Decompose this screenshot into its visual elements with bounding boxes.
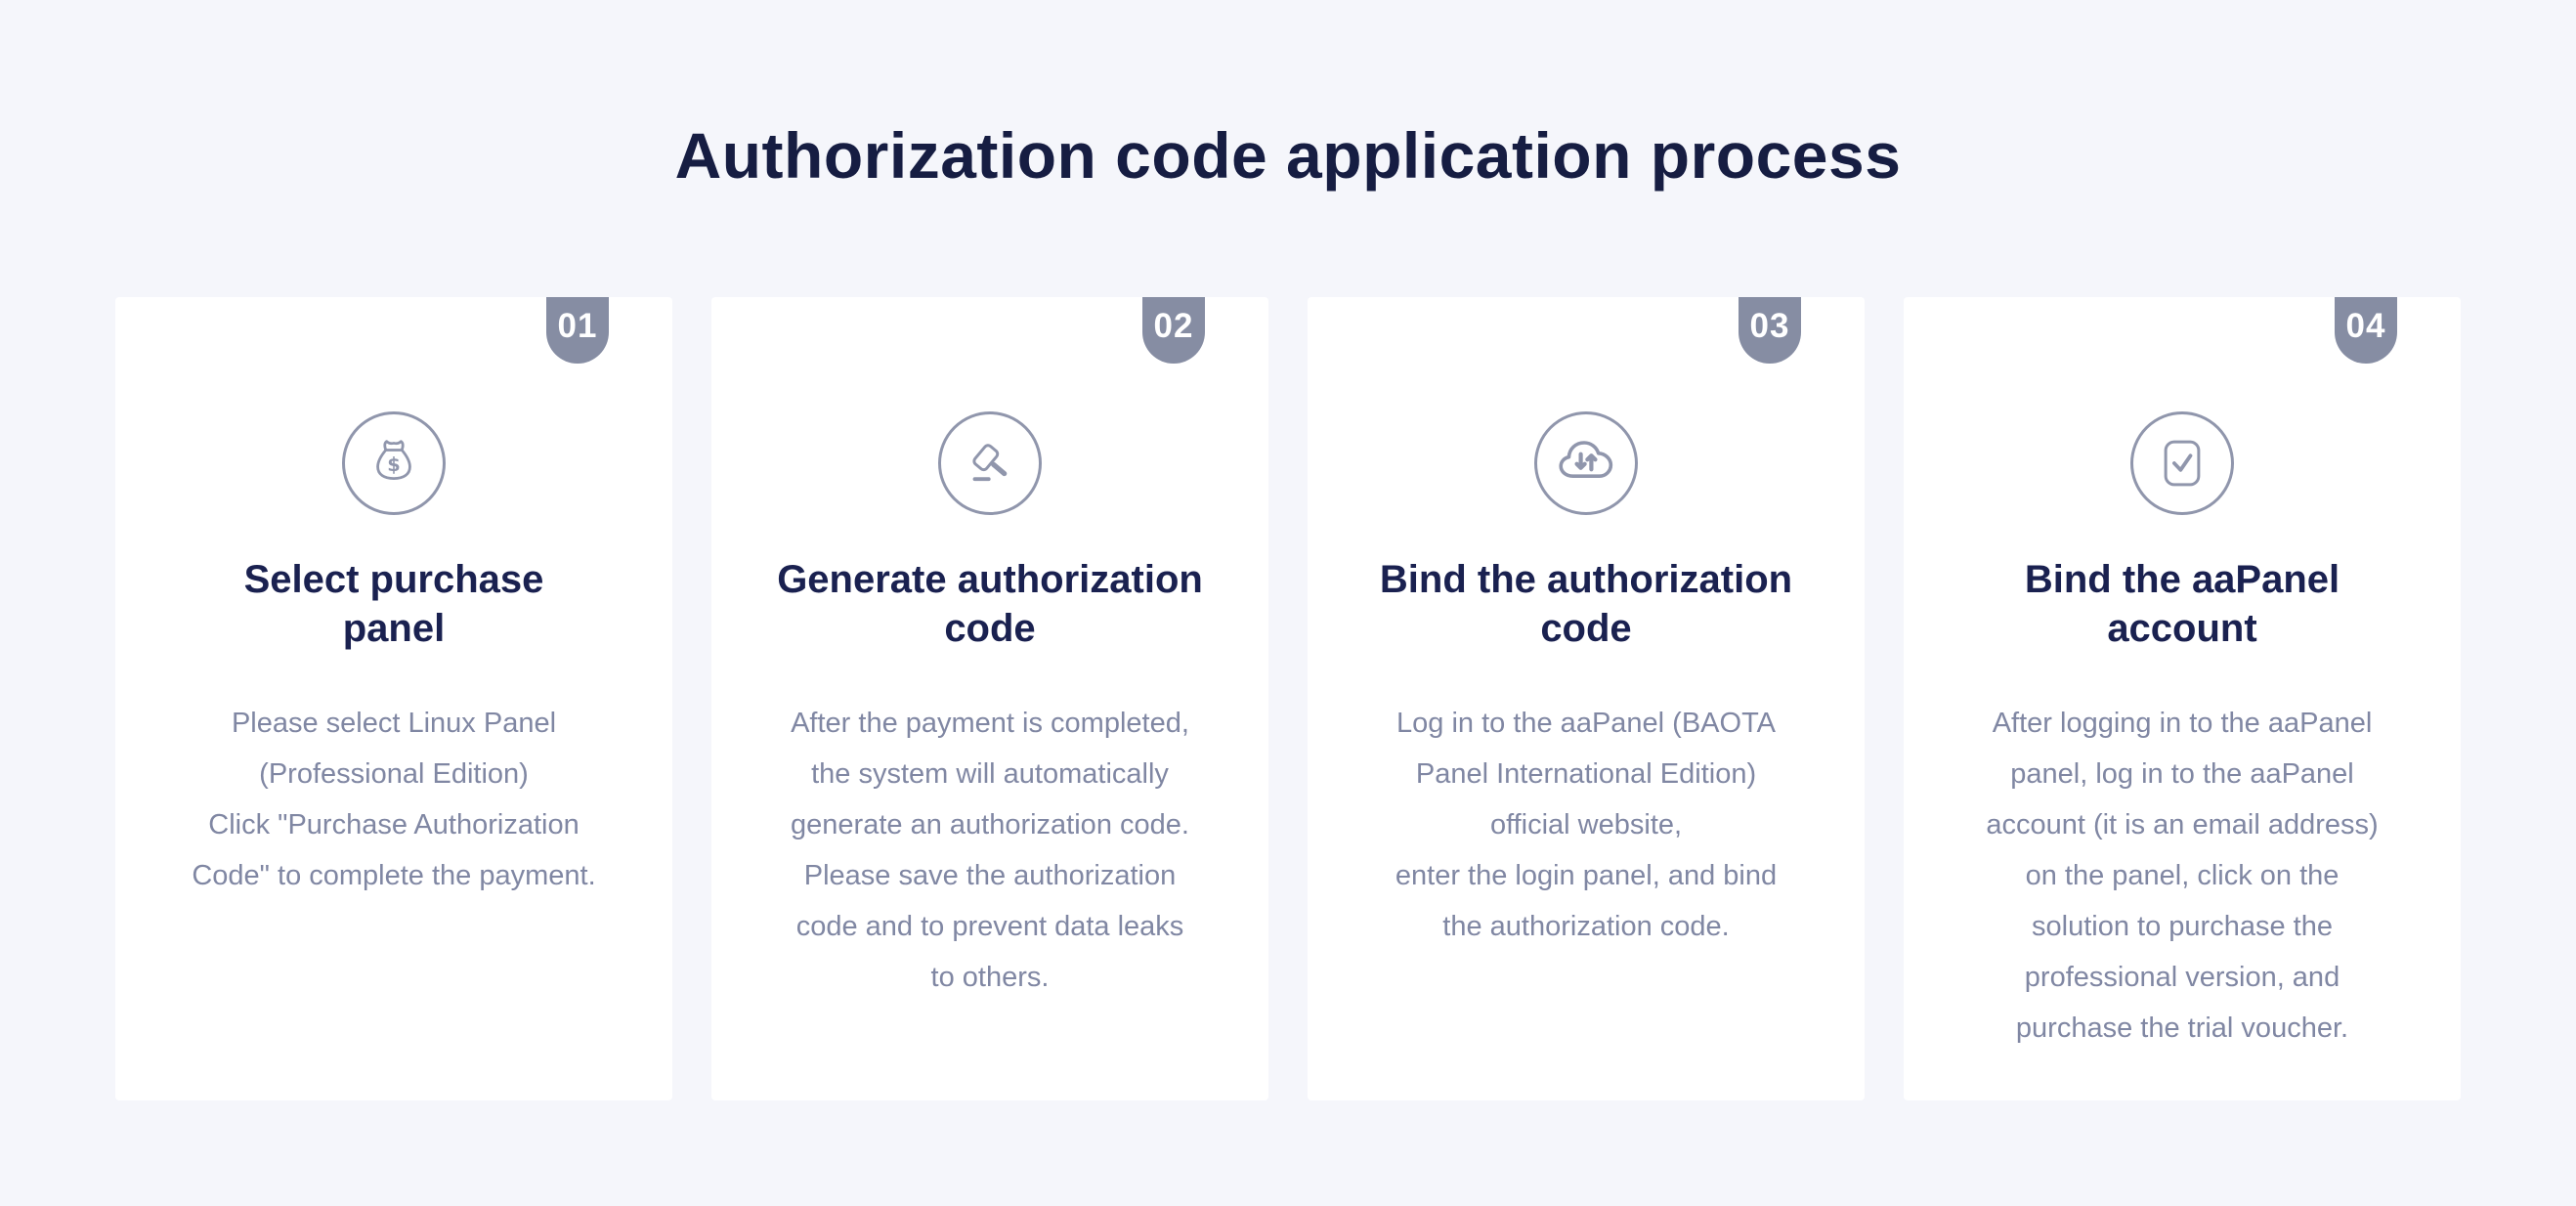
step-description: After logging in to the aaPanel panel, l… xyxy=(1986,708,2379,1044)
step-title: Bind the authorization code xyxy=(1379,558,1793,650)
process-steps: 01 $ Select purchase panel Please select… xyxy=(115,297,2461,1100)
step-number: 04 xyxy=(2345,307,2386,345)
step-number-badge: 02 xyxy=(1142,297,1205,364)
step-card-3: 03 Bind the authorization code Log in to… xyxy=(1308,297,1865,1100)
step-number-badge: 04 xyxy=(2335,297,2397,364)
step-title: Generate authorization code xyxy=(777,558,1203,650)
step-number: 01 xyxy=(557,307,598,345)
page-title: Authorization code application process xyxy=(674,119,1902,192)
step-description: Please select Linux Panel (Professional … xyxy=(192,708,596,891)
step-number-badge: 03 xyxy=(1739,297,1801,364)
step-number-badge: 01 xyxy=(546,297,609,364)
step-number: 03 xyxy=(1749,307,1790,345)
step-number: 02 xyxy=(1153,307,1194,345)
money-bag-icon: $ xyxy=(342,411,446,515)
gavel-icon xyxy=(938,411,1042,515)
svg-text:$: $ xyxy=(387,453,400,476)
step-description: Log in to the aaPanel (BAOTA Panel Inter… xyxy=(1395,708,1778,942)
step-card-1: 01 $ Select purchase panel Please select… xyxy=(115,297,672,1100)
step-title: Bind the aaPanel account xyxy=(2024,558,2340,650)
step-card-2: 02 Generate authorization code After the… xyxy=(711,297,1268,1100)
step-description: After the payment is completed, the syst… xyxy=(791,708,1189,993)
step-card-4: 04 Bind the aaPanel account After loggin… xyxy=(1904,297,2461,1100)
step-title: Select purchase panel xyxy=(243,558,544,650)
cloud-transfer-icon xyxy=(1534,411,1638,515)
check-document-icon xyxy=(2130,411,2234,515)
